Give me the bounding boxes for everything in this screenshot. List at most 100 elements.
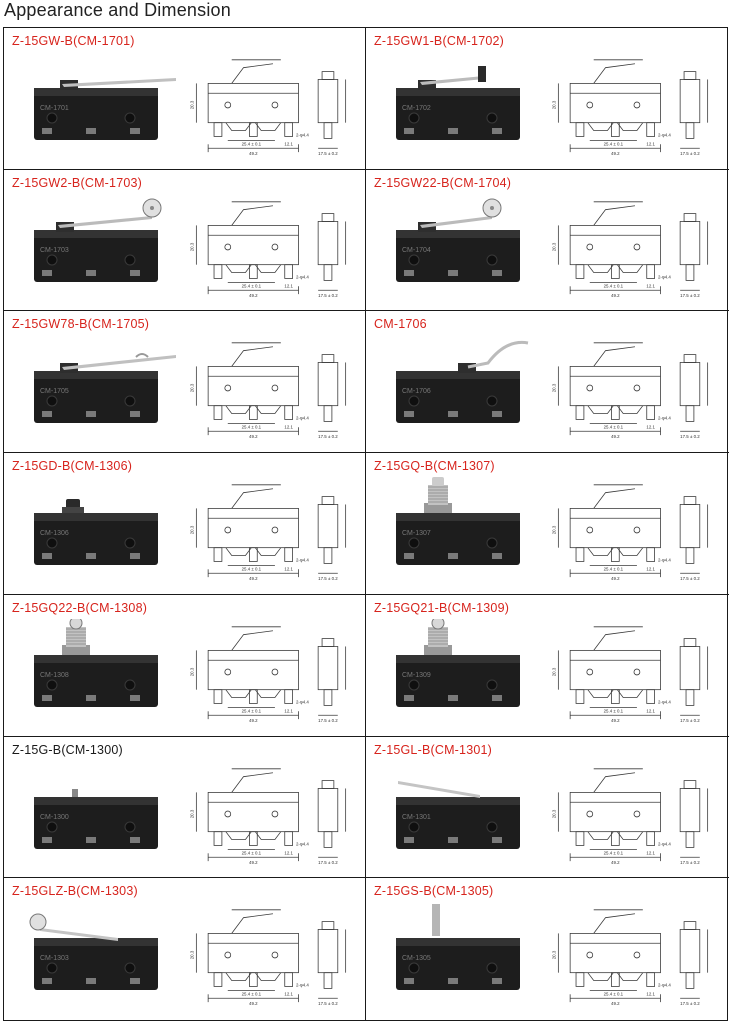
body-marking: CM-1706 bbox=[402, 388, 431, 395]
mount-hole-icon bbox=[46, 254, 58, 266]
switch-photo: CM-1307 bbox=[396, 477, 520, 566]
mount-hole-icon bbox=[486, 395, 498, 407]
dim-pitch-label: 25.4 ± 0.1 bbox=[604, 566, 624, 571]
mount-hole-icon bbox=[408, 537, 420, 549]
dim-height-label: 20.3 bbox=[189, 525, 194, 534]
dim-width-label: 17.5 ± 0.2 bbox=[318, 576, 338, 581]
dim-length-label: 49.2 bbox=[249, 576, 258, 581]
dimension-drawing bbox=[195, 59, 347, 153]
roller-wheel bbox=[69, 618, 83, 630]
dim-width-label: 17.5 ± 0.2 bbox=[680, 435, 700, 440]
body-marking: CM-1300 bbox=[40, 814, 69, 821]
model-label: Z-15GQ22-B(CM-1308) bbox=[12, 600, 148, 615]
mount-hole-icon bbox=[124, 679, 136, 691]
dim-pitch-label: 25.4 ± 0.1 bbox=[604, 708, 624, 713]
switch-body bbox=[396, 938, 520, 991]
model-label: Z-15GLZ-B(CM-1303) bbox=[12, 884, 138, 899]
body-marking: CM-1303 bbox=[40, 955, 69, 962]
model-label: Z-15GW2-B(CM-1703) bbox=[12, 175, 143, 190]
model-label: Z-15GL-B(CM-1301) bbox=[374, 742, 493, 757]
mount-hole-icon bbox=[124, 395, 136, 407]
dim-hole-label: 2-φ4.4 bbox=[296, 983, 309, 988]
dimension-drawing bbox=[557, 342, 709, 436]
switch-photo: CM-1309 bbox=[396, 618, 520, 707]
dim-width-label: 17.5 ± 0.2 bbox=[680, 718, 700, 723]
dim-width-label: 17.5 ± 0.2 bbox=[680, 151, 700, 156]
plunger-button bbox=[66, 499, 80, 510]
dim-offset-label: 12.1 bbox=[646, 708, 655, 713]
dim-length-label: 49.2 bbox=[611, 293, 620, 298]
dim-offset-label: 12.1 bbox=[646, 566, 655, 571]
lever-arm bbox=[420, 76, 484, 85]
dim-length-label: 49.2 bbox=[249, 718, 258, 723]
mount-hole-icon bbox=[486, 112, 498, 124]
dim-hole-label: 2-φ4.4 bbox=[658, 841, 671, 846]
product-photo: CM-1301 bbox=[396, 780, 520, 849]
body-marking: CM-1309 bbox=[402, 672, 431, 679]
hex-nut bbox=[424, 644, 452, 655]
switch-photo: CM-1706 bbox=[396, 341, 529, 424]
dim-hole-label: 2-φ4.4 bbox=[658, 416, 671, 421]
page-title: Appearance and Dimension bbox=[4, 0, 231, 20]
body-marking: CM-1307 bbox=[402, 530, 431, 537]
dim-hole-label: 2-φ4.4 bbox=[658, 558, 671, 563]
dim-length-label: 49.2 bbox=[249, 1001, 258, 1006]
switch-body bbox=[396, 229, 520, 282]
switch-body bbox=[396, 371, 520, 424]
dim-offset-label: 12.1 bbox=[284, 850, 293, 855]
dim-width-label: 17.5 ± 0.2 bbox=[680, 860, 700, 865]
model-label: Z-15GW-B(CM-1701) bbox=[12, 34, 135, 48]
dim-width-label: 17.5 ± 0.2 bbox=[318, 860, 338, 865]
product-photo: CM-1306 bbox=[34, 499, 158, 566]
dim-width-label: 17.5 ± 0.2 bbox=[318, 435, 338, 440]
dimension-drawing bbox=[195, 484, 347, 578]
dim-width-label: 17.5 ± 0.2 bbox=[318, 293, 338, 298]
model-label: Z-15GQ-B(CM-1307) bbox=[374, 459, 495, 474]
product-photo: CM-1701 bbox=[34, 78, 176, 140]
mount-hole-icon bbox=[408, 112, 420, 124]
dimension-drawing bbox=[557, 201, 709, 294]
dimension-drawing bbox=[195, 201, 347, 294]
mount-hole-icon bbox=[124, 821, 136, 833]
lever-arm bbox=[467, 341, 529, 369]
mount-hole-icon bbox=[124, 254, 136, 266]
dim-hole-label: 2-φ4.4 bbox=[296, 558, 309, 563]
mount-hole-icon bbox=[46, 821, 58, 833]
dim-pitch-label: 25.4 ± 0.1 bbox=[604, 425, 624, 430]
roller-wheel bbox=[431, 618, 445, 630]
dimension-drawing bbox=[557, 59, 709, 153]
dim-height-label: 20.3 bbox=[551, 667, 556, 676]
plunger-collar bbox=[62, 507, 84, 514]
body-marking: CM-1702 bbox=[402, 105, 431, 112]
dim-pitch-label: 25.4 ± 0.1 bbox=[604, 283, 624, 288]
lever-arm bbox=[62, 78, 176, 87]
switch-photo: CM-1306 bbox=[34, 499, 158, 566]
product-photo: CM-1705 bbox=[34, 353, 176, 424]
plunger-cap bbox=[432, 477, 444, 487]
switch-photo: CM-1308 bbox=[34, 618, 158, 707]
dim-length-label: 49.2 bbox=[611, 860, 620, 865]
dim-width-label: 17.5 ± 0.2 bbox=[318, 1001, 338, 1006]
switch-photo: CM-1703 bbox=[34, 198, 162, 282]
switch-photo: CM-1701 bbox=[34, 78, 176, 140]
model-label: Z-15GS-B(CM-1305) bbox=[374, 884, 494, 899]
dim-hole-label: 2-φ4.4 bbox=[658, 983, 671, 988]
dim-length-label: 49.2 bbox=[611, 718, 620, 723]
mount-hole-icon bbox=[46, 537, 58, 549]
mount-hole-icon bbox=[408, 679, 420, 691]
dim-offset-label: 12.1 bbox=[284, 566, 293, 571]
mount-hole-icon bbox=[124, 962, 136, 974]
product-photo: CM-1704 bbox=[396, 198, 520, 282]
dim-offset-label: 12.1 bbox=[646, 141, 655, 146]
